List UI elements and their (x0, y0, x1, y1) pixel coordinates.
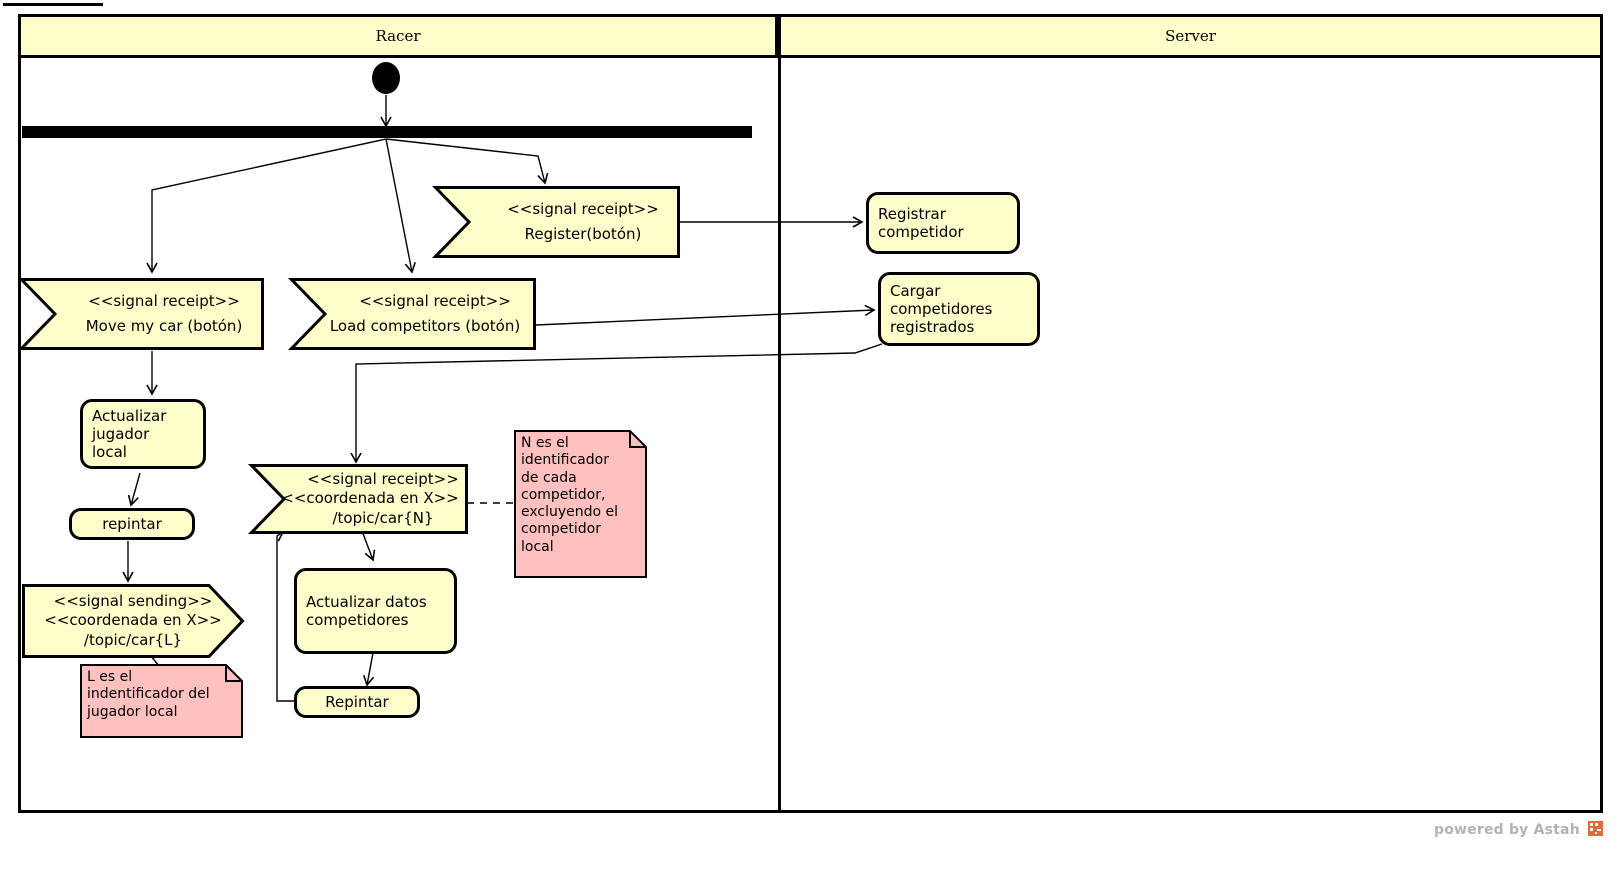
swimlane-divider (778, 58, 781, 813)
signal-register-label: Register(botón) (524, 225, 642, 243)
signal-load-competitors-stereotype: <<signal receipt>> (359, 291, 511, 310)
signal-coordenada-line3: /topic/car{N} (332, 508, 434, 527)
astah-logo-icon (1588, 821, 1603, 836)
signal-receipt-coordenada-x[interactable]: <<signal receipt>> <<coordenada en X>> /… (247, 464, 468, 534)
signal-receipt-load-competitors[interactable]: <<signal receipt>> Load competitors (bot… (287, 278, 536, 350)
signal-coordenada-line1: <<signal receipt>> (307, 469, 459, 488)
action-repintar-local[interactable]: repintar (69, 508, 195, 540)
signal-move-my-car-label: Move my car (botón) (85, 317, 243, 335)
action-cargar-competidores[interactable]: Cargar competidores registrados (878, 272, 1040, 346)
action-registrar-competidor[interactable]: Registrar competidor (866, 192, 1020, 254)
action-repintar-competidores[interactable]: Repintar (294, 686, 420, 718)
note-l-identifier: L es el indentificador del jugador local (80, 664, 243, 738)
signal-move-my-car-stereotype: <<signal receipt>> (88, 291, 240, 310)
swimlane-header-server: Server (778, 14, 1603, 58)
note-n-identifier: N es el identificador de cada competidor… (514, 430, 647, 578)
signal-sending-line3: /topic/car{L} (83, 630, 183, 649)
fork-bar (22, 126, 752, 138)
note-n-text: N es el identificador de cada competidor… (521, 435, 619, 555)
astah-watermark-text: powered by Astah (1434, 822, 1580, 838)
signal-sending-line1: <<signal sending>> (53, 591, 213, 610)
signal-receipt-register[interactable]: <<signal receipt>> Register(botón) (431, 186, 680, 258)
signal-sending-line2: <<coordenada en X>> (44, 611, 222, 630)
action-actualizar-jugador-local[interactable]: Actualizar jugador local (80, 399, 206, 469)
signal-sending-coordenada-x[interactable]: <<signal sending>> <<coordenada en X>> /… (22, 584, 245, 658)
signal-register-stereotype: <<signal receipt>> (507, 199, 659, 218)
signal-receipt-move-my-car[interactable]: <<signal receipt>> Move my car (botón) (17, 278, 264, 350)
swimlane-label-server: Server (1165, 27, 1216, 45)
cropped-element-stub (3, 3, 103, 6)
swimlane-header-racer: Racer (18, 14, 778, 58)
initial-node (372, 62, 400, 94)
signal-load-competitors-label: Load competitors (botón) (329, 317, 521, 335)
signal-coordenada-line2: <<coordenada en X>> (281, 489, 459, 508)
swimlane-label-racer: Racer (375, 27, 421, 45)
action-actualizar-datos-competidores[interactable]: Actualizar datos competidores (294, 568, 457, 654)
note-l-text: L es el indentificador del jugador local (87, 669, 210, 720)
